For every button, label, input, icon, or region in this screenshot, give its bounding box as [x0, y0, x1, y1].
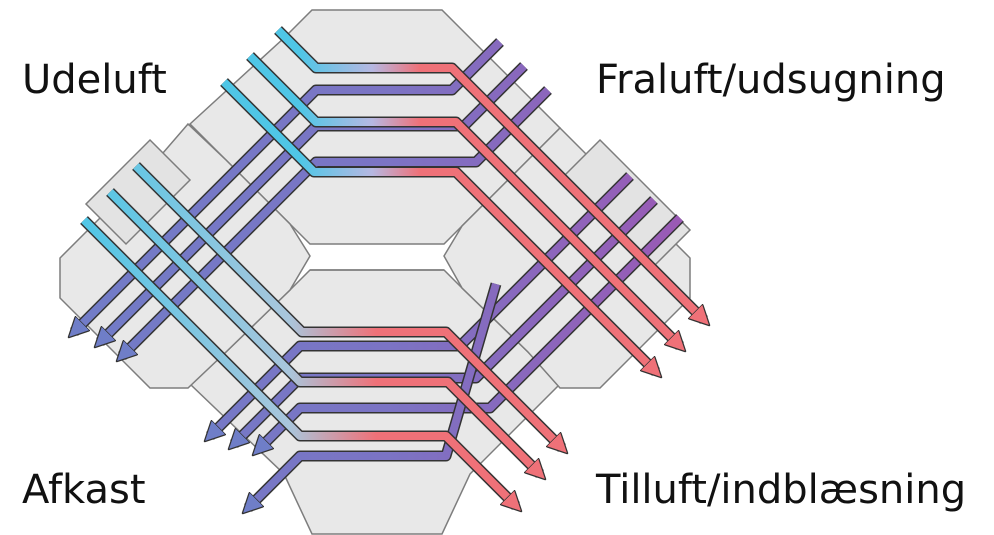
label-udeluft: Udeluft [22, 57, 167, 103]
label-fraluft: Fraluft/udsugning [596, 57, 946, 103]
label-afkast: Afkast [22, 467, 146, 513]
plate-left-outer [84, 138, 192, 246]
label-tilluft: Tilluft/indblæsning [596, 467, 967, 513]
supply-paths [80, 26, 704, 506]
